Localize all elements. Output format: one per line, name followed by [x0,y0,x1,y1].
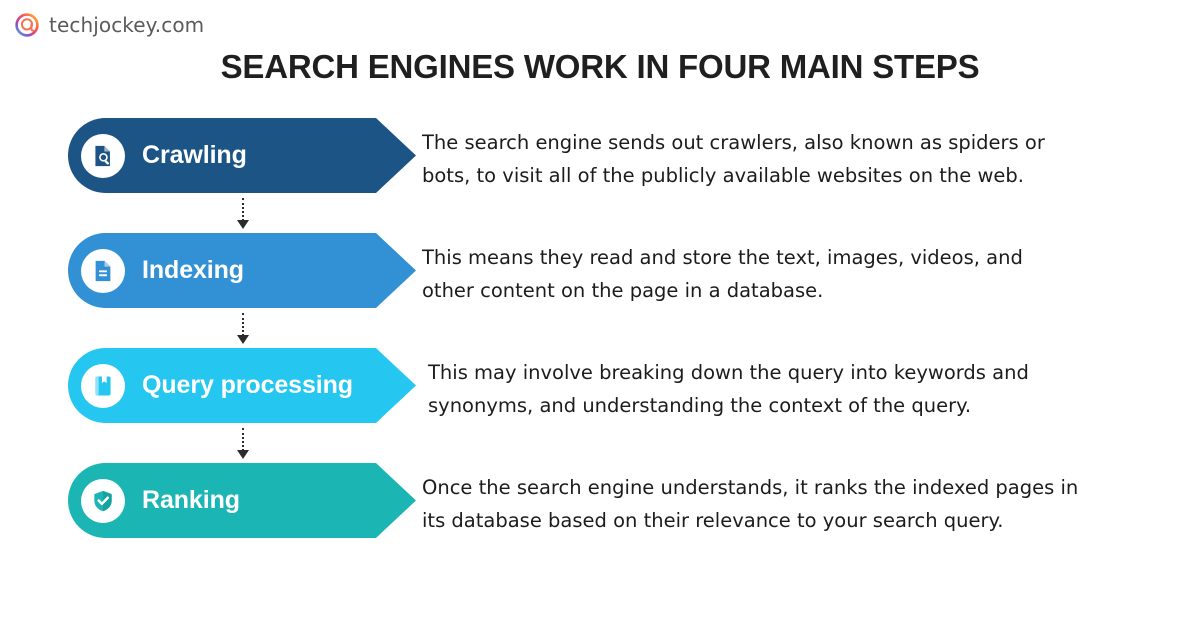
connector-arrow [236,198,250,231]
steps-flow: Crawling The search engine sends out cra… [0,118,1200,578]
step-label: Indexing [142,256,244,284]
step-banner-crawling[interactable]: Crawling [68,118,416,193]
desc-line: synonyms, and understanding the context … [428,394,972,417]
connector-dots [242,313,244,336]
step-label: Ranking [142,486,240,514]
connector-dots [242,428,244,451]
connector-arrow [236,313,250,346]
step-banner-indexing[interactable]: Indexing [68,233,416,308]
step-row: Ranking Once the search engine understan… [0,463,1200,578]
step-banner-ranking[interactable]: Ranking [68,463,416,538]
desc-line: This may involve breaking down the query… [428,361,1029,384]
brand-logo[interactable]: techjockey.com [14,12,204,38]
page-title: SEARCH ENGINES WORK IN FOUR MAIN STEPS [220,48,980,85]
desc-line: bots, to visit all of the publicly avail… [422,164,1024,187]
step-description: The search engine sends out crawlers, al… [422,126,1112,192]
document-search-icon [81,133,125,178]
techjockey-logo-icon [14,12,40,38]
connector-dots [242,198,244,221]
brand-name: techjockey.com [49,13,205,37]
shield-check-icon [81,478,125,523]
desc-line: This means they read and store the text,… [422,246,1023,269]
document-lines-icon [81,248,125,293]
step-label: Crawling [142,141,247,169]
connector-arrowhead-icon [237,335,249,344]
connector-arrowhead-icon [237,220,249,229]
step-row: Crawling The search engine sends out cra… [0,118,1200,233]
step-description: Once the search engine understands, it r… [422,471,1112,537]
desc-line: other content on the page in a database. [422,279,824,302]
step-banner-query-processing[interactable]: Query processing [68,348,416,423]
step-row: Query processing This may involve breaki… [0,348,1200,463]
connector-arrowhead-icon [237,450,249,459]
desc-line: The search engine sends out crawlers, al… [422,131,1045,154]
step-row: Indexing This means they read and store … [0,233,1200,348]
step-description: This may involve breaking down the query… [428,356,1118,422]
step-label: Query processing [142,371,353,399]
step-description: This means they read and store the text,… [422,241,1112,307]
connector-arrow [236,428,250,461]
bookmark-book-icon [81,363,125,408]
desc-line: its database based on their relevance to… [422,509,1004,532]
desc-line: Once the search engine understands, it r… [422,476,1079,499]
